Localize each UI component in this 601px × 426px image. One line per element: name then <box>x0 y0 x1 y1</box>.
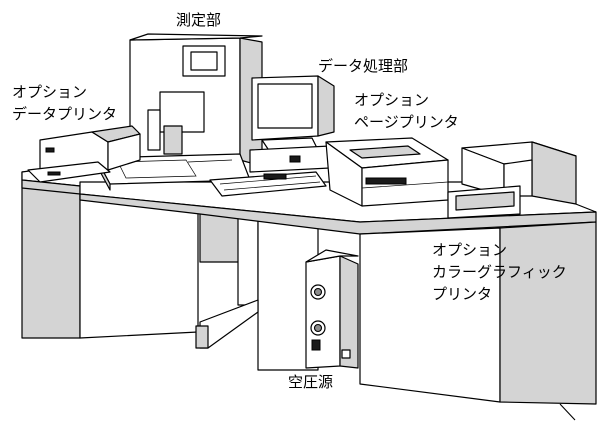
color-printer-device <box>447 141 577 219</box>
label-data-processing-unit: データ処理部 <box>318 57 409 75</box>
label-option-color-printer-line1: オプション <box>432 241 508 259</box>
data-printer-device <box>27 125 141 183</box>
label-option-data-printer-line2: データプリンタ <box>12 105 118 123</box>
label-option-color-printer-line3: プリンタ <box>432 285 493 303</box>
label-option-page-printer-line2: ページプリンタ <box>354 113 459 131</box>
label-option-data-printer-line1: オプション <box>12 83 88 101</box>
air-pressure-device <box>305 249 359 369</box>
label-option-color-printer-line2: カラーグラフィック <box>432 263 567 281</box>
right-table <box>359 221 597 421</box>
middle-table-frame <box>195 195 319 371</box>
label-measurement-unit: 測定部 <box>176 11 222 29</box>
page-printer-device <box>325 137 449 207</box>
label-air-pressure-source: 空圧源 <box>288 373 334 391</box>
label-option-page-printer-line1: オプション <box>354 91 430 109</box>
measurement-unit-device <box>95 33 263 191</box>
